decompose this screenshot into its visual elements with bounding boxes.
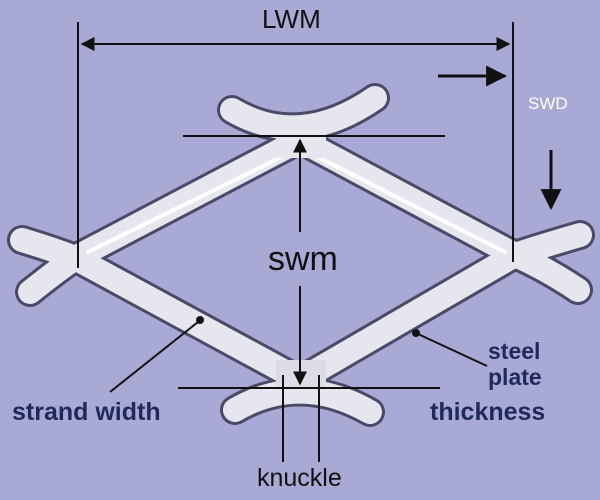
strand-width-label: strand width [12, 398, 161, 426]
knuckle-label: knuckle [257, 464, 342, 492]
steel-label: steel [488, 338, 541, 364]
thickness-dot [412, 329, 420, 337]
plate-label: plate [488, 364, 542, 390]
strand-width-pointer [109, 321, 199, 393]
swm-label: swm [268, 240, 338, 278]
mesh-strands [7, 83, 595, 427]
thickness-label: thickness [430, 398, 546, 426]
strand-width-dot [196, 316, 204, 324]
thickness-pointer [417, 333, 488, 367]
swd-label: SWD [528, 94, 568, 113]
lwm-label: LWM [262, 4, 321, 34]
